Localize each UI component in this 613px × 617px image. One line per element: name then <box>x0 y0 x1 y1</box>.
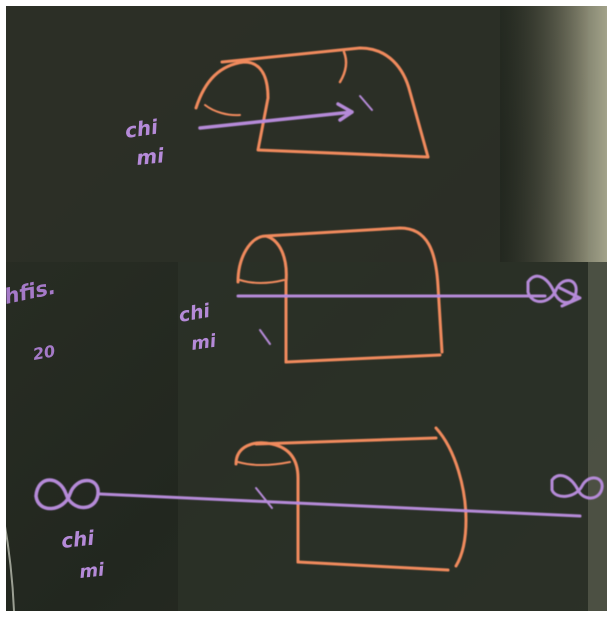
sketch-cylinder-top <box>194 46 430 159</box>
cylinder-bottom-inner <box>237 461 291 466</box>
cylinder-top-seam <box>338 50 348 84</box>
sketch1-label-line2: mi <box>135 143 166 170</box>
cylinder-middle-top <box>264 226 444 354</box>
board-tile-upper <box>6 6 500 262</box>
sketch2-label-line1: chi <box>177 300 212 327</box>
sketch1-label-line1: chi <box>123 114 160 143</box>
sketch2-label-line2: mi <box>190 331 218 355</box>
beam-bottom <box>98 492 582 518</box>
tick-bottom <box>255 487 273 509</box>
cylinder-middle-inner <box>239 279 285 284</box>
cylinder-bottom-bottom <box>296 560 450 572</box>
sketch3-label-line2: mi <box>78 559 106 583</box>
infinity-bottom-right <box>550 474 604 500</box>
left-margin-note-line2: 20 <box>31 341 56 364</box>
board-tile-lower <box>178 262 607 611</box>
infinity-bottom-left <box>34 478 100 511</box>
cylinder-bottom-right <box>434 426 468 568</box>
tick-middle <box>259 329 271 345</box>
cylinder-middle-bottom <box>284 353 442 364</box>
sketch-cylinder-bottom <box>34 426 604 572</box>
cylinder-top-inner <box>204 104 241 117</box>
arrow-top-tick <box>359 95 373 111</box>
sketch-cylinder-middle <box>236 226 582 364</box>
board-glare <box>500 6 607 262</box>
board-edge-highlight <box>588 6 607 611</box>
cylinder-top-outline <box>194 60 430 159</box>
infinity-middle <box>526 274 578 304</box>
cylinder-bottom-top <box>254 436 438 446</box>
arrow-middle-head <box>558 286 582 308</box>
sketch3-label-line1: chi <box>60 526 96 553</box>
cylinder-top-arc <box>220 46 430 159</box>
arrow-top <box>198 102 354 130</box>
